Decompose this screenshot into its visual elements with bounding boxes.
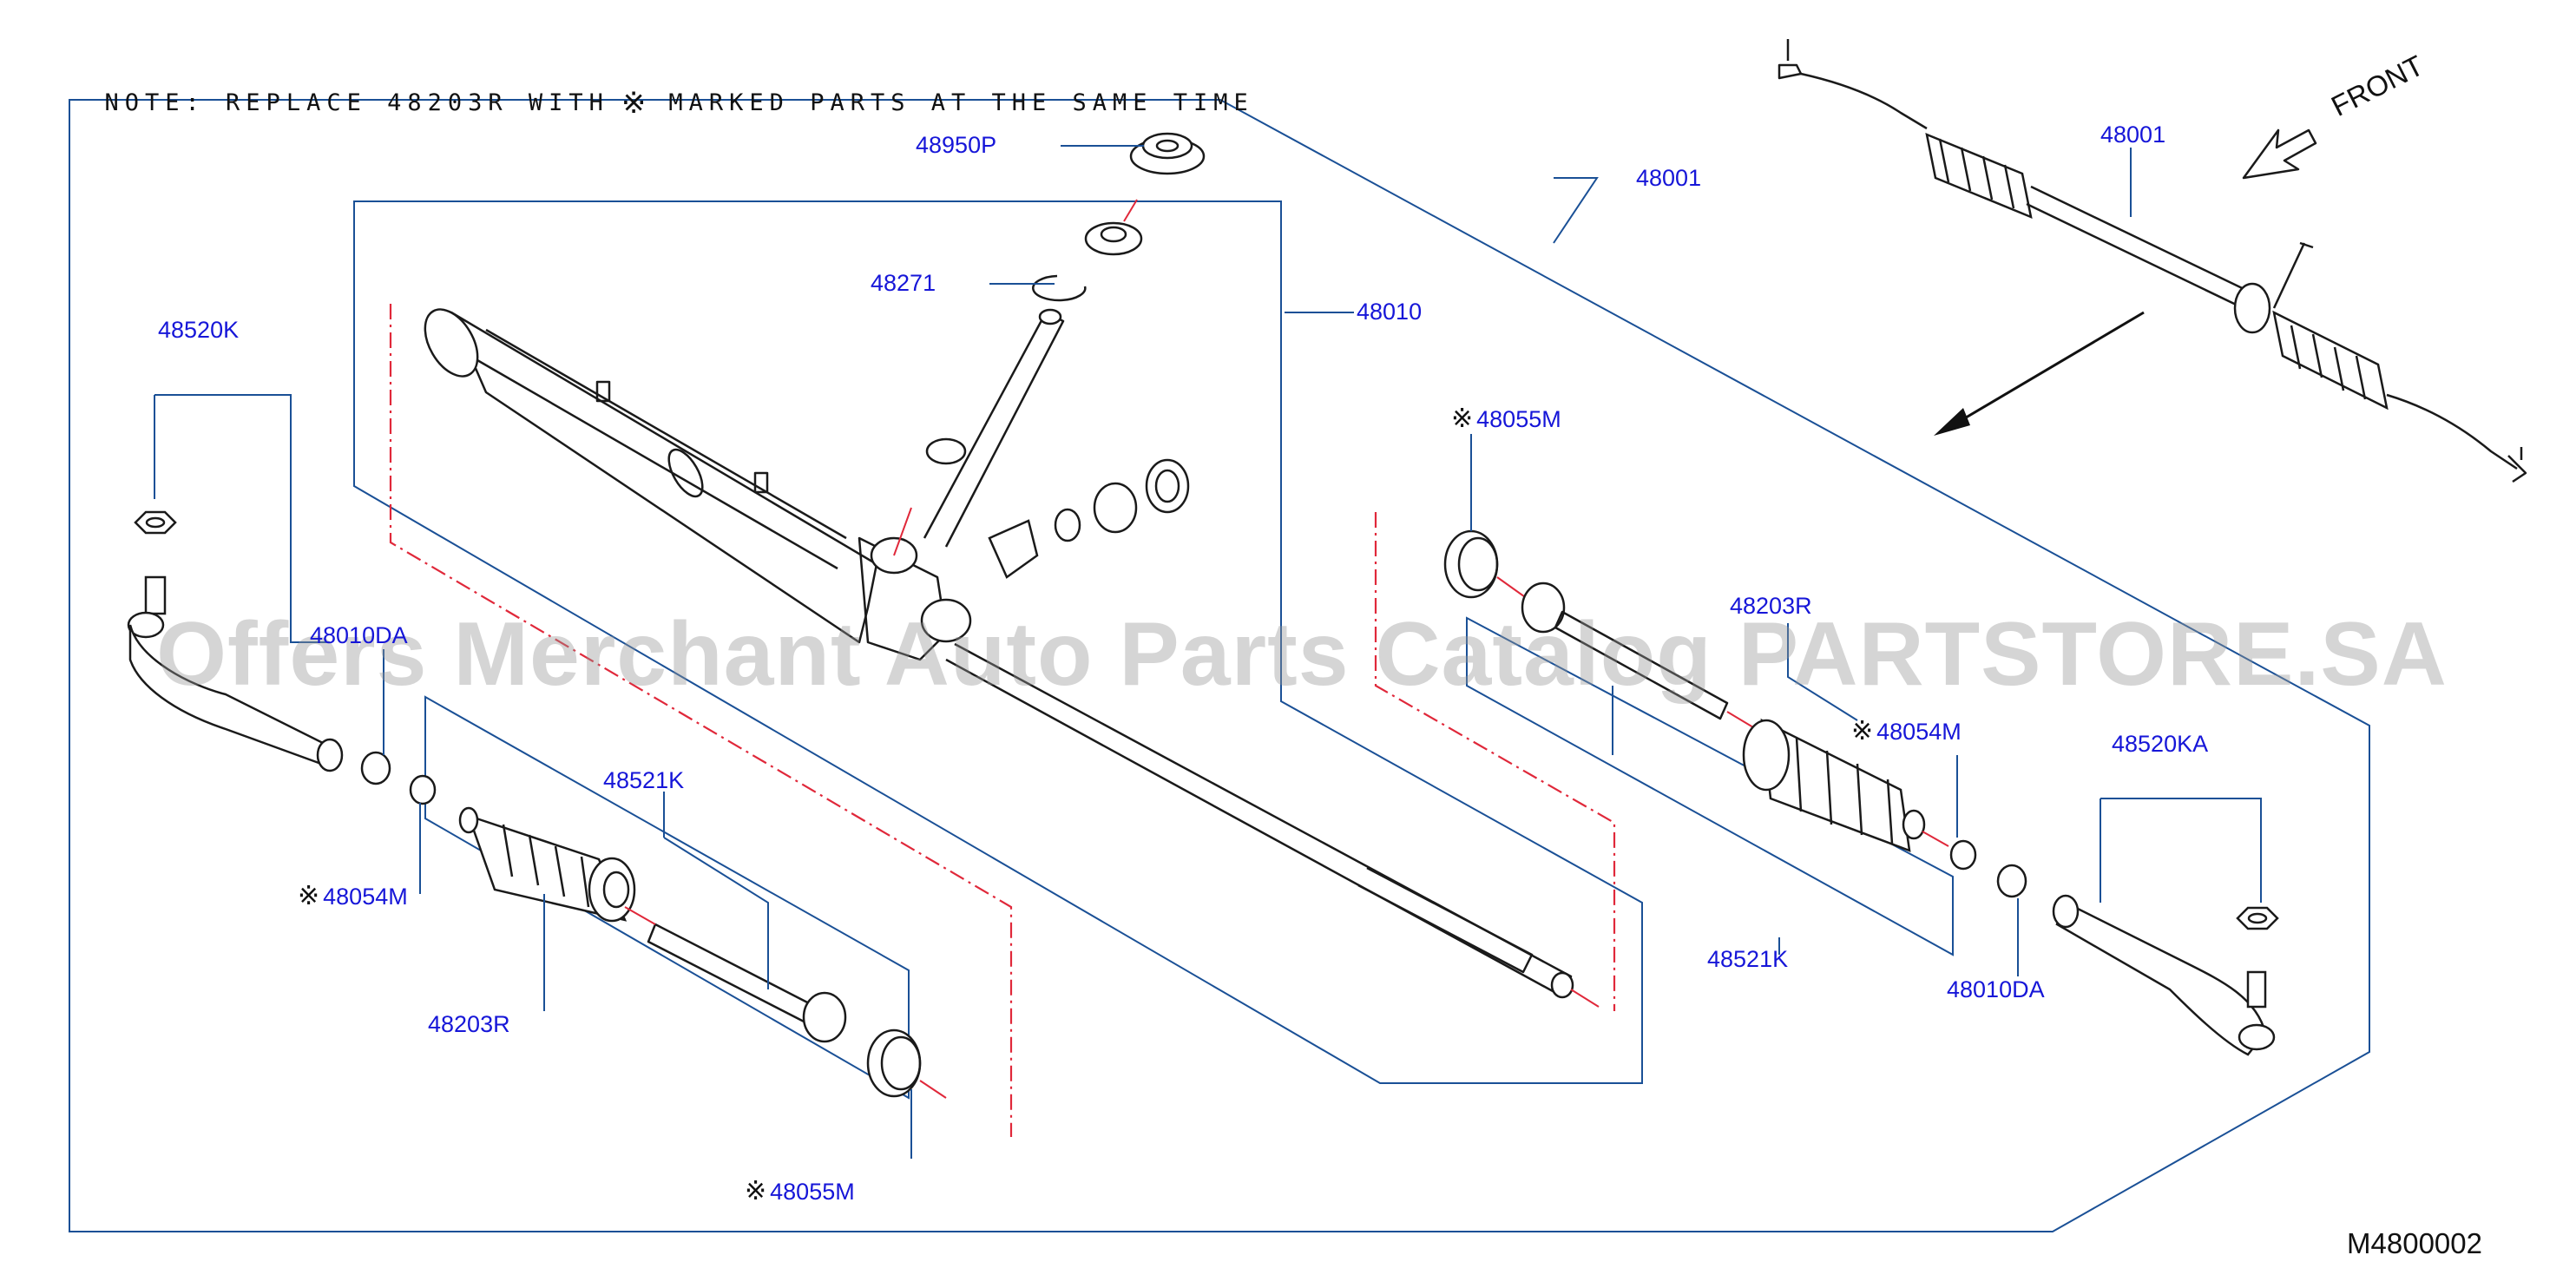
right-tie-rod-end-part	[2052, 894, 2279, 1056]
bushing-part	[1084, 221, 1143, 256]
diagram-code: M4800002	[2347, 1227, 2482, 1259]
front-arrow-icon	[2242, 128, 2317, 180]
callout-48054M-right[interactable]: ※48054M	[1851, 717, 1962, 746]
pinion-centerline	[1123, 199, 1138, 222]
right-explode-line	[1374, 512, 1616, 1011]
left-lock-nut-part	[360, 751, 391, 785]
leader-lines	[154, 145, 2262, 1159]
callout-48520KA[interactable]: 48520KA	[2112, 731, 2209, 757]
left-tie-rod-end-part	[127, 510, 344, 772]
callout-48950P[interactable]: 48950P	[916, 132, 997, 158]
pinion-shaft-part	[923, 308, 1065, 548]
callout-48520K[interactable]: 48520K	[158, 317, 240, 343]
mark-icon: ※	[1851, 717, 1874, 746]
callout-48521K-left[interactable]: 48521K	[603, 767, 685, 793]
left-explode-line	[389, 304, 1013, 1137]
mark-icon: ※	[745, 1177, 767, 1206]
right-inner-rod-part	[1521, 582, 1754, 728]
callout-48055M-left[interactable]: ※48055M	[745, 1177, 855, 1206]
right-boot-part	[1742, 718, 1949, 852]
replace-note: NOTE: REPLACE 48203R WITH ※ MARKED PARTS A…	[64, 59, 1254, 121]
note-prefix: NOTE: REPLACE 48203R WITH	[104, 89, 609, 116]
callout-48010DA-right[interactable]: 48010DA	[1947, 976, 2045, 1002]
mark-icon: ※	[298, 882, 320, 910]
callout-48521K-right[interactable]: 48521K	[1707, 946, 1789, 972]
left-boot-part	[458, 806, 636, 923]
right-lock-nut-part	[1996, 864, 2027, 898]
callout-48010DA-left[interactable]: 48010DA	[310, 622, 408, 648]
yoke-parts	[988, 458, 1190, 579]
rack-bar-part	[945, 642, 1600, 1008]
right-band-part	[1443, 529, 1528, 600]
left-band-part	[866, 1028, 947, 1099]
left-clip-part	[409, 774, 437, 805]
callout-48203R-left[interactable]: 48203R	[428, 1011, 510, 1037]
assembly-outline	[69, 99, 2370, 1232]
callout-48055M-right[interactable]: ※48055M	[1451, 404, 1561, 433]
seal-48950P-part	[1129, 132, 1206, 175]
mark-icon: ※	[1451, 404, 1474, 433]
snap-ring-48271-part	[1032, 274, 1087, 302]
callout-48010[interactable]: 48010	[1357, 299, 1423, 325]
callout-48001-main[interactable]: 48001	[1636, 165, 1702, 191]
note-mark-icon: ※	[621, 86, 647, 121]
callout-48054M-left[interactable]: ※48054M	[298, 882, 408, 910]
gear-housing-outline	[353, 200, 1643, 1084]
right-clip-part	[1949, 839, 1977, 871]
direction-arrow-icon	[1934, 311, 2145, 436]
callout-48203R-right[interactable]: 48203R	[1730, 593, 1812, 619]
callout-48001-overview[interactable]: 48001	[2100, 122, 2166, 148]
overview-assembly	[1778, 39, 2527, 483]
note-suffix: MARKED PARTS AT THE SAME TIME	[668, 89, 1254, 116]
watermark: Offers Merchant Auto Parts Catalog PARTS…	[156, 604, 2448, 705]
left-inner-rod-part	[624, 906, 847, 1043]
callout-48271[interactable]: 48271	[871, 270, 936, 296]
gear-housing-part	[424, 308, 972, 661]
